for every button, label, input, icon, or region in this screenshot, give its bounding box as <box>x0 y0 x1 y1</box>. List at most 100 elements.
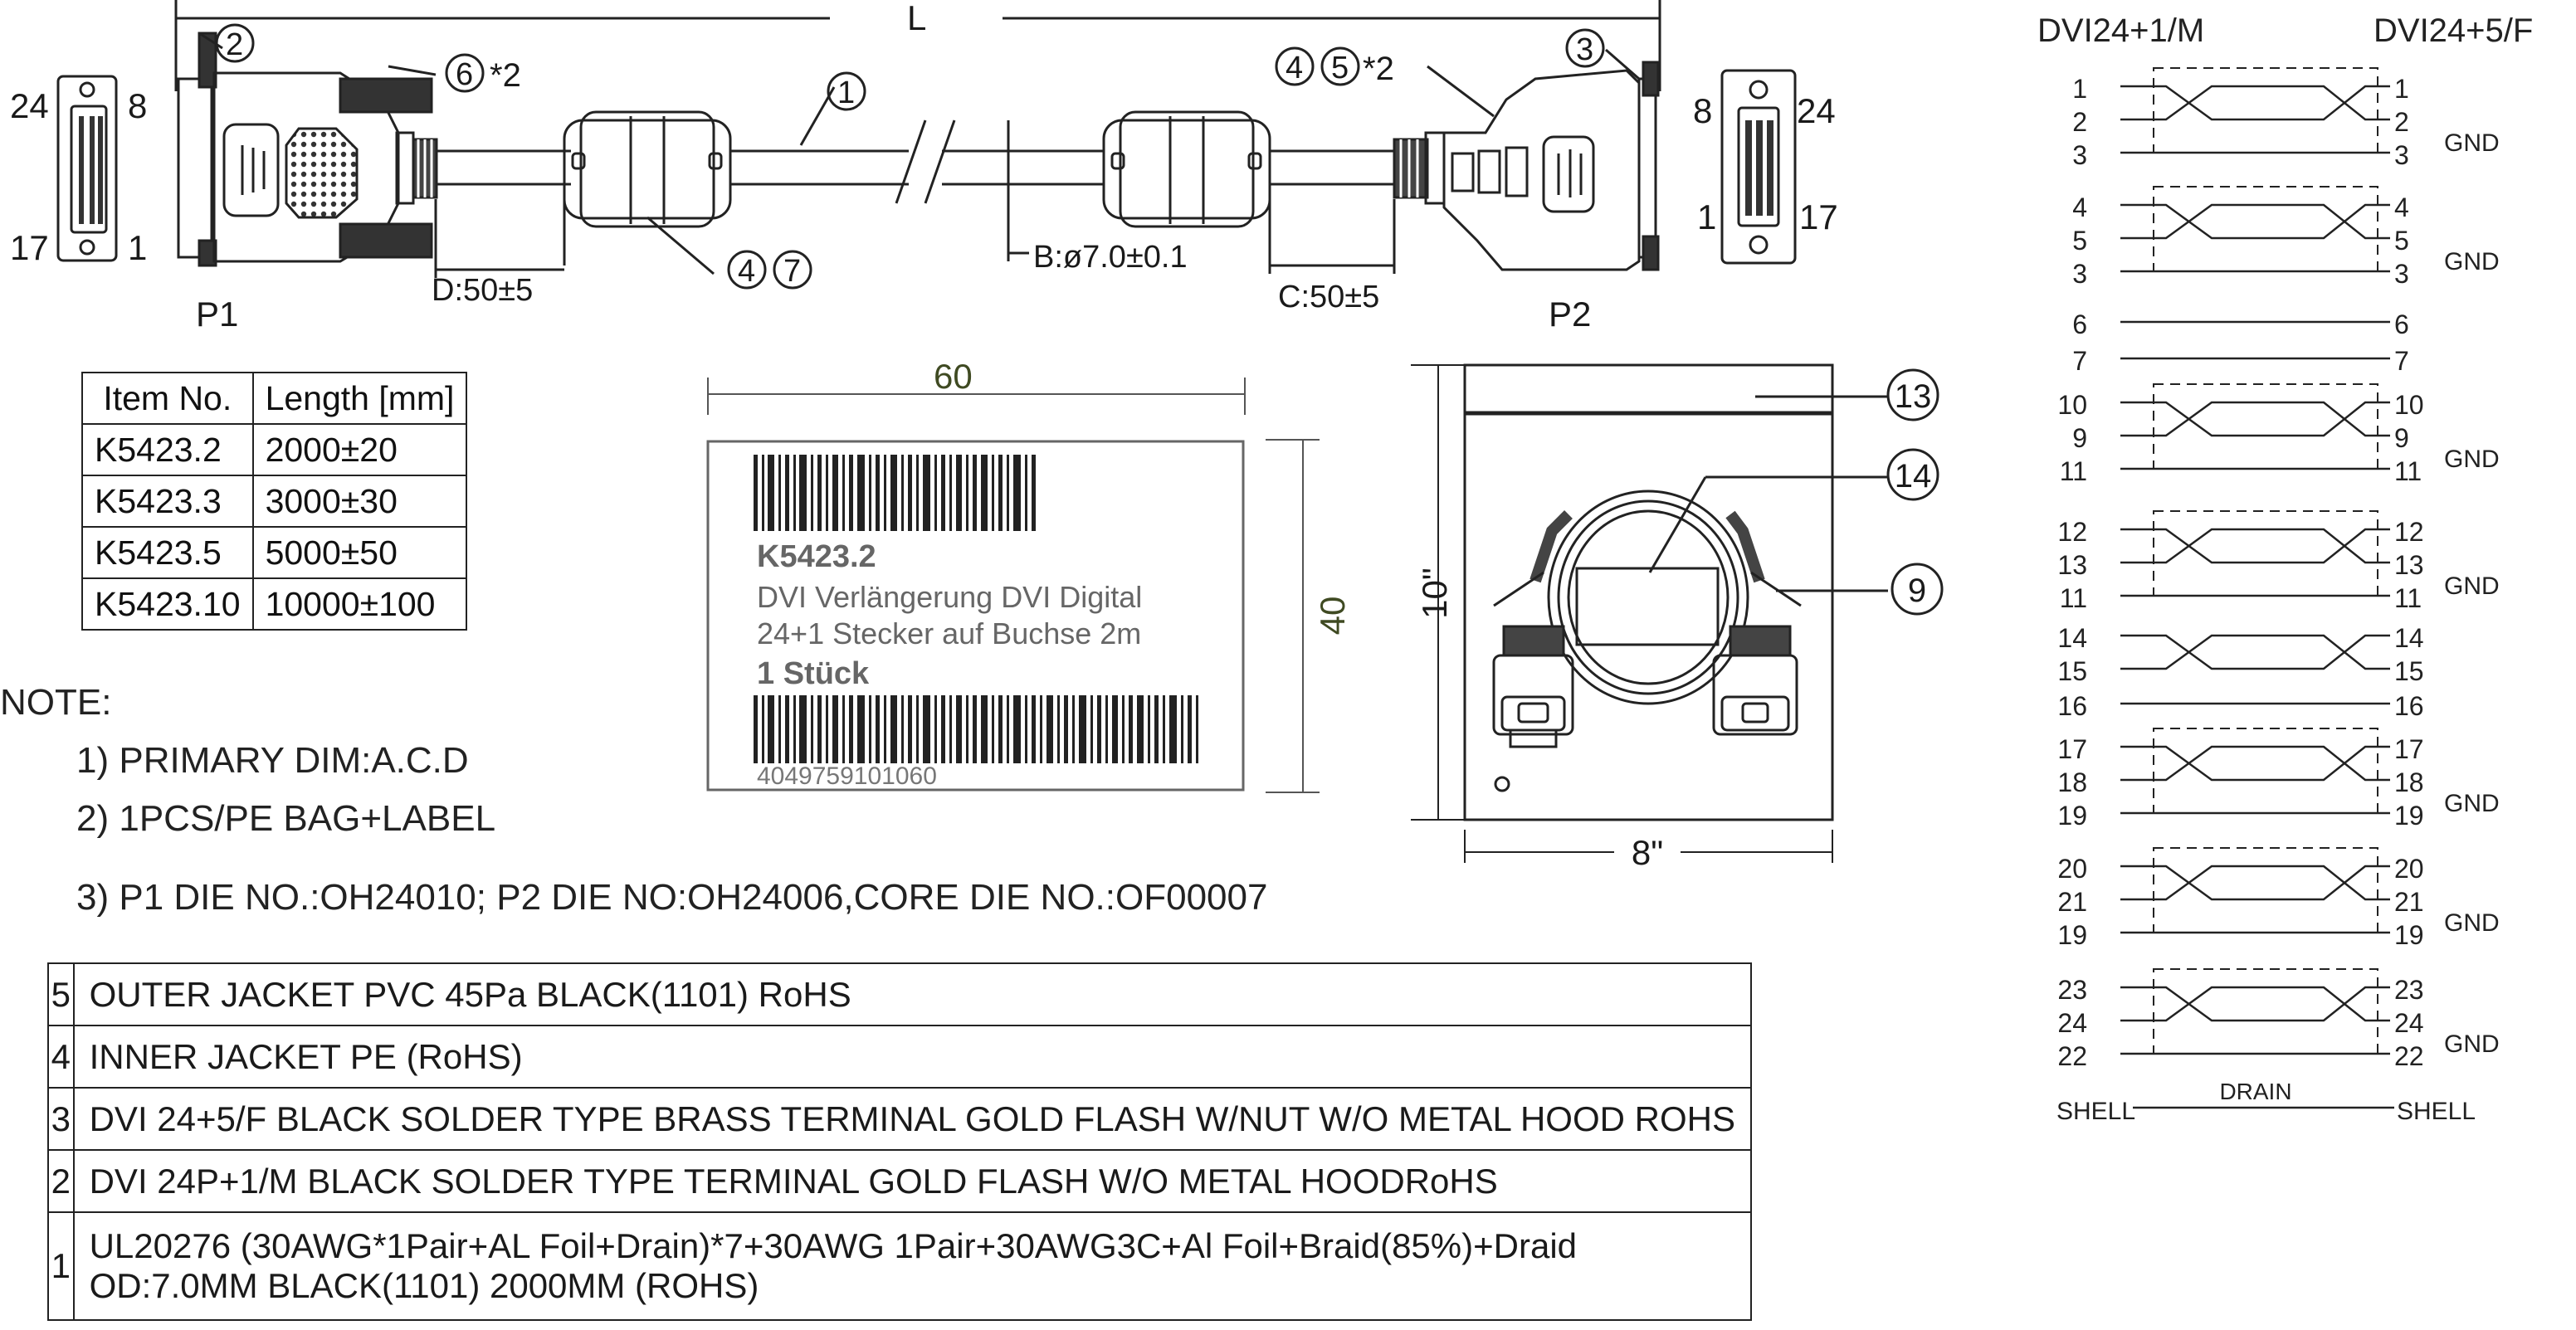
shield-box <box>2153 67 2378 153</box>
wiring-pin-left: 12 <box>2057 517 2087 547</box>
twisted-wire <box>2120 634 2390 670</box>
wiring-pin-right: 9 <box>2394 423 2409 453</box>
gnd-label: GND <box>2444 1030 2500 1058</box>
wiring-pin-left: 11 <box>2060 456 2087 486</box>
twisted-wire <box>2120 528 2390 564</box>
wiring-pin-left: 17 <box>2057 734 2087 764</box>
note-item: 2) 1PCS/PE BAG+LABEL <box>76 798 496 839</box>
note-item: 1) PRIMARY DIM:A.C.D <box>76 740 469 781</box>
callout-2: 2 <box>226 27 243 62</box>
bom-row: 4 INNER JACKET PE (RoHS) <box>47 1025 1753 1089</box>
wiring-pin-left: 1 <box>2072 74 2087 104</box>
wiring-pin-right: 11 <box>2394 456 2422 486</box>
wiring-pin-left: 6 <box>2072 309 2087 339</box>
cable-assembly-drawing <box>56 0 1797 290</box>
wiring-left-title: DVI24+1/M <box>2037 12 2204 49</box>
callout-3: 3 <box>1576 32 1593 67</box>
label-line-2: 24+1 Stecker auf Buchse 2m <box>757 616 1141 650</box>
bom-description: UL20276 (30AWG*1Pair+AL Foil+Drain)*7+30… <box>72 1211 1753 1321</box>
wiring-pin-left: 3 <box>2072 140 2087 170</box>
label-quantity: 1 Stück <box>757 656 870 691</box>
length-cell: 2000±20 <box>251 423 468 476</box>
wiring-pin-left: 10 <box>2057 390 2087 420</box>
shell-left: SHELL <box>2056 1098 2135 1125</box>
gnd-label: GND <box>2444 248 2500 275</box>
p2-pin-1: 1 <box>1697 197 1716 236</box>
wiring-pin-right: 13 <box>2394 550 2424 580</box>
note-item: 3) P1 DIE NO.:OH24010; P2 DIE NO:OH24006… <box>76 877 1268 918</box>
callout-6: 6 <box>456 57 473 92</box>
wiring-pin-left: 21 <box>2057 887 2087 917</box>
bom-item-number: 5 <box>47 962 75 1026</box>
shield-box <box>2153 383 2378 470</box>
package-height-dim: 10" <box>1415 568 1454 619</box>
twisted-wire <box>2120 203 2390 240</box>
twisted-wire <box>2120 85 2390 121</box>
wiring-pin-right: 1 <box>2394 74 2409 104</box>
table-header-row: Item No. Length [mm] <box>81 372 468 425</box>
callout-13: 13 <box>1895 378 1932 415</box>
gnd-label: GND <box>2444 572 2500 600</box>
wiring-pin-right: 15 <box>2394 656 2424 686</box>
bom-item-number: 3 <box>47 1087 75 1151</box>
wiring-pin-left: 7 <box>2072 346 2087 376</box>
wiring-pin-right: 3 <box>2394 259 2409 289</box>
barcode-top <box>754 455 1036 531</box>
bom-item-number: 2 <box>47 1149 75 1213</box>
gnd-label: GND <box>2444 790 2500 817</box>
shield-box <box>2153 847 2378 933</box>
gnd-label: GND <box>2444 909 2500 937</box>
wiring-pin-left: 9 <box>2072 423 2087 453</box>
label-article: K5423.2 <box>757 539 876 574</box>
callout-4-top: 4 <box>1286 51 1303 85</box>
wiring-pin-right: 6 <box>2394 309 2409 339</box>
table-row: K5423.10 10000±100 <box>81 577 468 631</box>
p1-pin-17: 17 <box>10 228 49 267</box>
wiring-pin-right: 17 <box>2394 734 2424 764</box>
p1-pin-24: 24 <box>10 86 49 125</box>
bom-description: DVI 24P+1/M BLACK SOLDER TYPE TERMINAL G… <box>72 1149 1753 1213</box>
wiring-pin-left: 15 <box>2057 656 2087 686</box>
label-ean: 4049759101060 <box>757 762 937 790</box>
shield-box <box>2153 728 2378 814</box>
wiring-pin-left: 19 <box>2057 920 2087 950</box>
p2-pin-24: 24 <box>1797 91 1836 130</box>
p1-label: P1 <box>196 295 238 334</box>
wiring-pin-left: 18 <box>2057 767 2087 797</box>
p2-label: P2 <box>1549 295 1591 334</box>
dim-b: B:ø7.0±0.1 <box>1033 240 1188 275</box>
wiring-pin-left: 20 <box>2057 854 2087 884</box>
wiring-pin-left: 4 <box>2072 192 2087 222</box>
gnd-label: GND <box>2444 446 2500 473</box>
dim-c: C:50±5 <box>1278 280 1379 314</box>
callout-7-bottom: 7 <box>783 254 801 289</box>
bom-row: 2 DVI 24P+1/M BLACK SOLDER TYPE TERMINAL… <box>47 1149 1753 1213</box>
notes-title: NOTE: <box>0 682 112 723</box>
label-line-1: DVI Verlängerung DVI Digital <box>757 580 1142 614</box>
twisted-wire <box>2120 401 2390 437</box>
wiring-pin-left: 23 <box>2057 975 2087 1005</box>
wiring-pin-right: 5 <box>2394 226 2409 256</box>
wiring-pin-right: 24 <box>2394 1008 2424 1038</box>
wiring-pin-right: 7 <box>2394 346 2409 376</box>
length-label: L <box>907 0 926 37</box>
wiring-pin-right: 10 <box>2394 390 2424 420</box>
wiring-pin-right: 16 <box>2394 691 2424 721</box>
twisted-wire <box>2120 745 2390 782</box>
twisted-wire <box>2120 85 2390 121</box>
wiring-pin-right: 20 <box>2394 854 2424 884</box>
product-label: 60 40 K5423.2 DVI Verlängerung DVI Digit… <box>706 357 1352 793</box>
shield-box <box>2153 510 2378 597</box>
wiring-pin-left: 22 <box>2057 1041 2087 1071</box>
bom-row: 1 UL20276 (30AWG*1Pair+AL Foil+Drain)*7+… <box>47 1211 1753 1321</box>
bom-description: INNER JACKET PE (RoHS) <box>72 1025 1753 1089</box>
table-row: K5423.3 3000±30 <box>81 475 468 528</box>
bom-description: OUTER JACKET PVC 45Pa BLACK(1101) RoHS <box>72 962 1753 1026</box>
shield-box <box>2153 968 2378 1055</box>
cable-assembly-labels: L P1 P2 1 2 6 *2 4 7 4 5 *2 3 D:50±5 B:ø… <box>10 0 1838 334</box>
bill-of-materials: 5 OUTER JACKET PVC 45Pa BLACK(1101) RoHS… <box>47 962 1753 1321</box>
package-width-dim: 8" <box>1632 833 1663 872</box>
dim-d: D:50±5 <box>432 273 533 308</box>
packaging-drawing <box>1411 363 1944 863</box>
